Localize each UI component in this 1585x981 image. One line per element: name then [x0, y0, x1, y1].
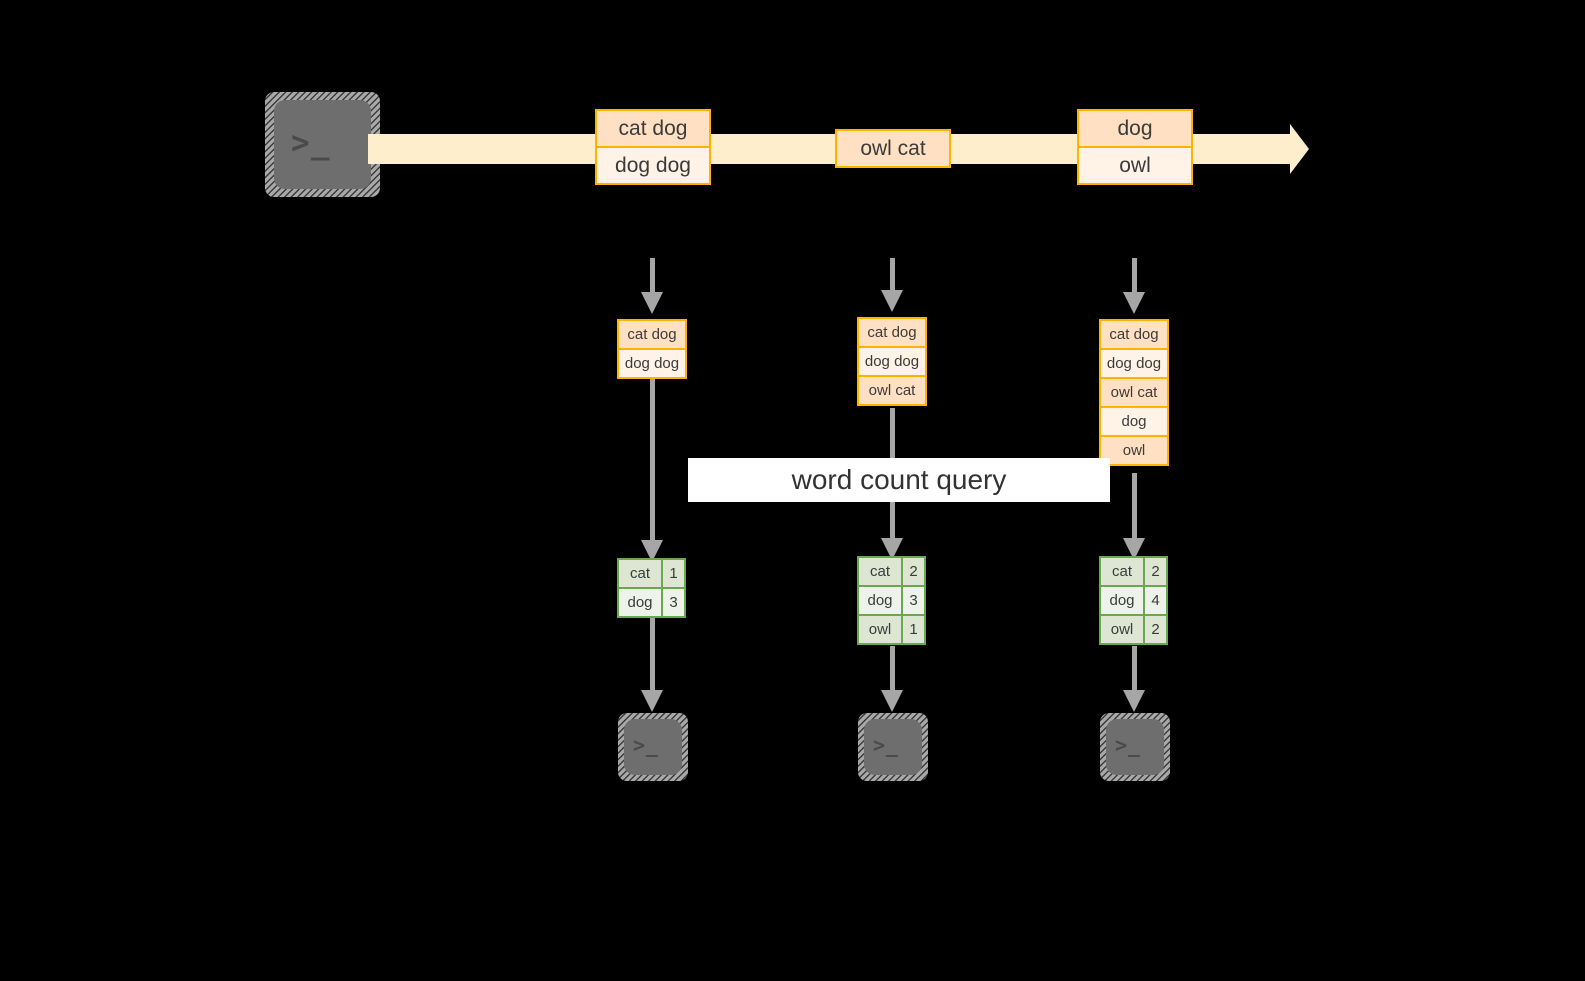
snapshot-3-query-connector [1132, 473, 1137, 552]
source-terminal: >_ [265, 92, 380, 197]
stream-event-batch-3: dog owl [1077, 109, 1193, 185]
stream-to-snapshot-1-arrowhead [641, 292, 663, 314]
snapshot-2-sink-connector [890, 646, 895, 698]
result-value: 2 [901, 556, 926, 587]
result-row: cat 2 [857, 556, 926, 587]
event-stream-arrowhead [1290, 124, 1309, 174]
snapshot-2-query-arrowhead [881, 538, 903, 560]
stream-to-snapshot-2-arrowhead [881, 290, 903, 312]
stream-to-snapshot-2-connector [890, 258, 895, 294]
snapshot-1-sink-terminal: >_ [618, 713, 688, 781]
stream-event: owl [1077, 146, 1193, 185]
result-value: 3 [901, 585, 926, 616]
snapshot-input-row: cat dog [617, 319, 687, 350]
result-key: cat [617, 558, 663, 589]
result-row: cat 1 [617, 558, 686, 589]
stream-event: dog dog [595, 146, 711, 185]
result-value: 1 [901, 614, 926, 645]
terminal-screen [864, 719, 922, 775]
result-row: dog 3 [857, 585, 926, 616]
result-value: 1 [661, 558, 686, 589]
snapshot-3-input-table: cat dog dog dog owl cat dog owl [1099, 319, 1169, 466]
snapshot-3-result-table: cat 2 dog 4 owl 2 [1099, 556, 1168, 645]
snapshot-input-row: dog [1099, 406, 1169, 437]
result-key: owl [1099, 614, 1145, 645]
snapshot-3-sink-connector [1132, 646, 1137, 698]
result-value: 2 [1143, 556, 1168, 587]
snapshot-3-query-arrowhead [1123, 538, 1145, 560]
snapshot-2-result-table: cat 2 dog 3 owl 1 [857, 556, 926, 645]
snapshot-input-row: dog dog [617, 348, 687, 379]
snapshot-2-sink-arrowhead [881, 690, 903, 712]
stream-event: cat dog [595, 109, 711, 148]
stream-event: owl cat [835, 129, 951, 168]
stream-to-snapshot-3-connector [1132, 258, 1137, 296]
result-key: dog [1099, 585, 1145, 616]
stream-to-snapshot-1-connector [650, 258, 655, 296]
snapshot-input-row: cat dog [1099, 319, 1169, 350]
result-row: owl 1 [857, 614, 926, 645]
terminal-prompt-icon: >_ [633, 733, 659, 757]
result-row: dog 3 [617, 587, 686, 618]
result-key: cat [857, 556, 903, 587]
snapshot-1-result-table: cat 1 dog 3 [617, 558, 686, 618]
snapshot-input-row: dog dog [1099, 348, 1169, 379]
result-row: cat 2 [1099, 556, 1168, 587]
snapshot-3-sink-terminal: >_ [1100, 713, 1170, 781]
result-value: 4 [1143, 585, 1168, 616]
terminal-prompt-icon: >_ [873, 733, 899, 757]
stream-event: dog [1077, 109, 1193, 148]
stream-event-batch-1: cat dog dog dog [595, 109, 711, 185]
terminal-prompt-icon: >_ [1115, 733, 1141, 757]
result-row: owl 2 [1099, 614, 1168, 645]
snapshot-1-input-table: cat dog dog dog [617, 319, 687, 379]
stream-to-snapshot-3-arrowhead [1123, 292, 1145, 314]
snapshot-1-query-connector [650, 379, 655, 554]
snapshot-input-row: dog dog [857, 346, 927, 377]
terminal-screen [624, 719, 682, 775]
snapshot-1-sink-connector [650, 618, 655, 698]
result-key: cat [1099, 556, 1145, 587]
snapshot-2-input-table: cat dog dog dog owl cat [857, 317, 927, 406]
snapshot-input-row: owl cat [857, 375, 927, 406]
terminal-screen [274, 100, 371, 189]
snapshot-2-sink-terminal: >_ [858, 713, 928, 781]
result-key: dog [617, 587, 663, 618]
snapshot-input-row: owl [1099, 435, 1169, 466]
snapshot-1-query-arrowhead [641, 540, 663, 562]
snapshot-input-row: cat dog [857, 317, 927, 348]
terminal-screen [1106, 719, 1164, 775]
result-value: 3 [661, 587, 686, 618]
snapshot-input-row: owl cat [1099, 377, 1169, 408]
terminal-prompt-icon: >_ [291, 125, 331, 161]
snapshot-3-sink-arrowhead [1123, 690, 1145, 712]
query-label: word count query [688, 458, 1110, 502]
result-row: dog 4 [1099, 585, 1168, 616]
snapshot-1-sink-arrowhead [641, 690, 663, 712]
result-key: owl [857, 614, 903, 645]
result-value: 2 [1143, 614, 1168, 645]
result-key: dog [857, 585, 903, 616]
stream-event-batch-2: owl cat [835, 129, 951, 168]
